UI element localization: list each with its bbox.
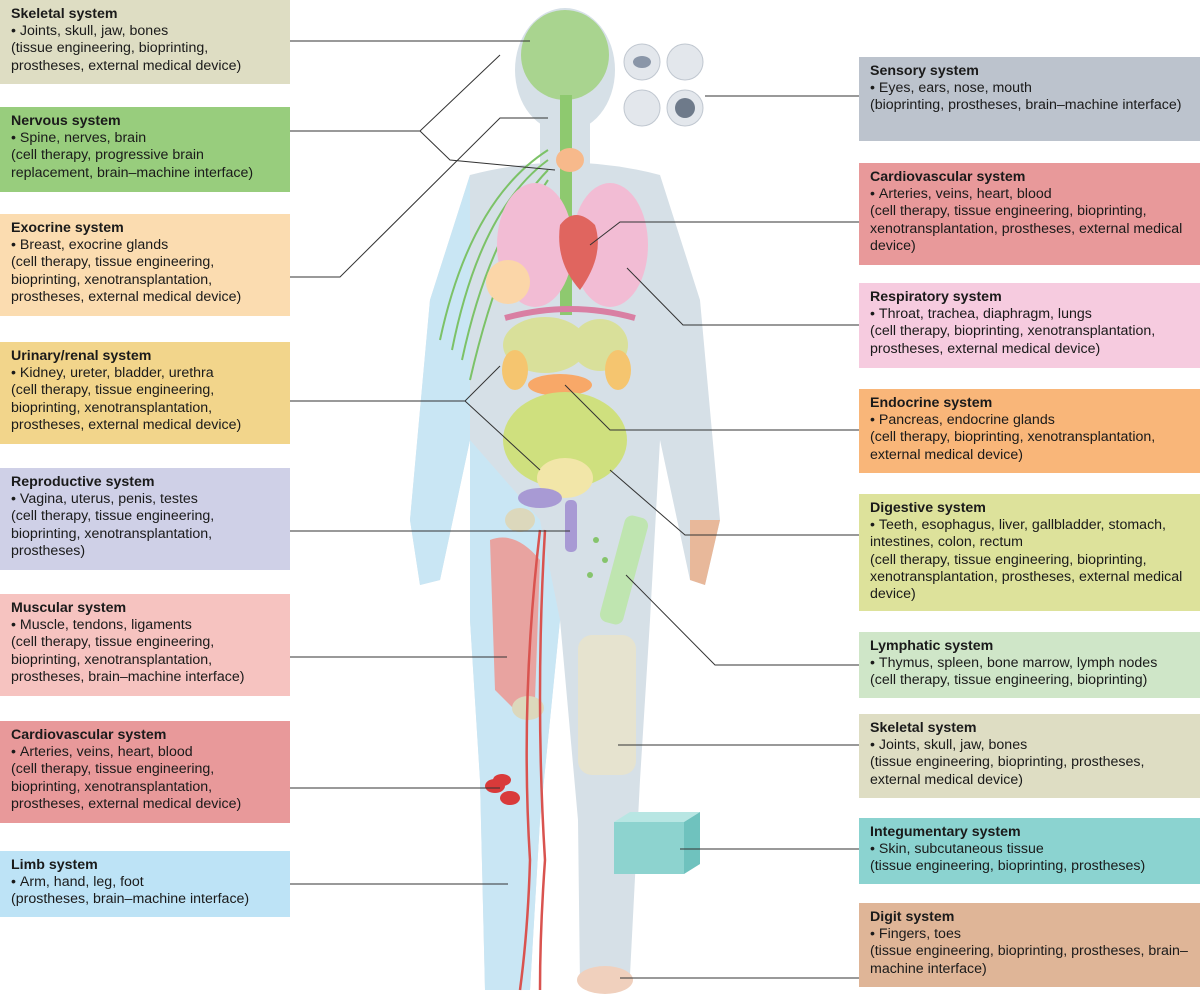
bladder-shape <box>537 458 593 498</box>
leader-line-urinary <box>290 365 541 471</box>
uterus-shape <box>518 488 562 508</box>
system-methods: (tissue engineering, bioprinting, prosth… <box>11 40 242 74</box>
label-box-digestive: Digestive system Teeth, esophagus, liver… <box>859 494 1200 611</box>
label-box-skeletal-left: Skeletal system Joints, skull, jaw, bone… <box>0 0 290 84</box>
system-methods: (cell therapy, tissue engineering, biopr… <box>870 203 1183 254</box>
label-box-urinary: Urinary/renal system Kidney, ureter, bla… <box>0 342 290 444</box>
system-title: Skeletal system <box>11 6 118 22</box>
system-title: Reproductive system <box>11 474 155 490</box>
label-box-respiratory: Respiratory system Throat, trachea, diap… <box>859 283 1200 368</box>
system-components: Teeth, esophagus, liver, gallbladder, st… <box>870 517 1192 551</box>
pancreas-shape <box>528 374 592 396</box>
lymph-nodes-shape <box>587 537 608 578</box>
system-components: Fingers, toes <box>870 926 1192 943</box>
system-methods: (cell therapy, tissue engineering, biopr… <box>11 382 242 433</box>
system-title: Cardiovascular system <box>870 169 1026 185</box>
system-methods: (bioprinting, prostheses, brain–machine … <box>870 97 1182 114</box>
system-title: Integumentary system <box>870 824 1021 840</box>
leader-line-respiratory <box>626 267 860 326</box>
sensory-organs-shape <box>623 43 704 127</box>
system-title: Respiratory system <box>870 289 1002 305</box>
system-methods: (cell therapy, bioprinting, xenotranspla… <box>870 429 1156 463</box>
system-methods: (prostheses, brain–machine interface) <box>11 891 250 908</box>
kidney-left-shape <box>502 350 528 390</box>
label-box-cardiovascular-right: Cardiovascular system Arteries, veins, h… <box>859 163 1200 265</box>
system-components: Skin, subcutaneous tissue <box>870 841 1192 858</box>
label-box-nervous: Nervous system Spine, nerves, brain (cel… <box>0 107 290 192</box>
red-blood-cells-shape <box>485 774 520 805</box>
system-components: Joints, skull, jaw, bones <box>870 737 1192 754</box>
hip-bone-shape <box>505 508 535 532</box>
system-components: Arteries, veins, heart, blood <box>870 186 1192 203</box>
leader-line-digestive <box>609 469 860 536</box>
system-title: Sensory system <box>870 63 979 79</box>
label-box-digit: Digit system Fingers, toes (tissue engin… <box>859 903 1200 987</box>
label-box-integumentary: Integumentary system Skin, subcutaneous … <box>859 818 1200 884</box>
system-components: Muscle, tendons, ligaments <box>11 617 282 634</box>
label-box-sensory: Sensory system Eyes, ears, nose, mouth (… <box>859 57 1200 141</box>
lung-right-shape <box>572 183 648 307</box>
femur-shape <box>599 515 649 625</box>
label-box-reproductive: Reproductive system Vagina, uterus, peni… <box>0 468 290 570</box>
system-components: Eyes, ears, nose, mouth <box>870 80 1192 97</box>
system-title: Cardiovascular system <box>11 727 167 743</box>
leader-line-lymphatic <box>625 574 860 666</box>
label-box-muscular: Muscular system Muscle, tendons, ligamen… <box>0 594 290 696</box>
brain-shape <box>521 10 609 100</box>
label-box-exocrine: Exocrine system Breast, exocrine glands … <box>0 214 290 316</box>
thyroid-shape <box>556 148 584 172</box>
system-methods: (cell therapy, tissue engineering, biopr… <box>11 254 242 305</box>
system-components: Arteries, veins, heart, blood <box>11 744 282 761</box>
leader-line-cardiovascular-right <box>589 221 860 246</box>
system-methods: (cell therapy, progressive brain replace… <box>11 147 254 181</box>
system-methods: (tissue engineering, bioprinting, prosth… <box>870 858 1146 875</box>
system-components: Thymus, spleen, bone marrow, lymph nodes <box>870 655 1192 672</box>
system-methods: (cell therapy, bioprinting, xenotranspla… <box>870 323 1156 357</box>
system-methods: (tissue engineering, bioprinting, prosth… <box>870 754 1145 788</box>
diaphragm-shape <box>504 306 636 321</box>
system-methods: (cell therapy, tissue engineering, biopr… <box>11 634 245 685</box>
penis-shape <box>565 500 577 552</box>
leader-line-exocrine <box>290 117 548 278</box>
system-title: Limb system <box>11 857 98 873</box>
system-components: Kidney, ureter, bladder, urethra <box>11 365 282 382</box>
label-box-skeletal-right: Skeletal system Joints, skull, jaw, bone… <box>859 714 1200 798</box>
system-title: Nervous system <box>11 113 121 129</box>
system-components: Joints, skull, jaw, bones <box>11 23 282 40</box>
label-box-endocrine: Endocrine system Pancreas, endocrine gla… <box>859 389 1200 473</box>
system-methods: (tissue engineering, bioprinting, prosth… <box>870 943 1188 977</box>
breast-shape <box>486 260 530 304</box>
system-title: Urinary/renal system <box>11 348 152 364</box>
label-box-lymphatic: Lymphatic system Thymus, spleen, bone ma… <box>859 632 1200 698</box>
system-title: Lymphatic system <box>870 638 994 654</box>
system-title: Endocrine system <box>870 395 993 411</box>
system-components: Spine, nerves, brain <box>11 130 282 147</box>
heart-shape <box>559 215 598 290</box>
system-methods: (cell therapy, tissue engineering, biopr… <box>870 551 1183 603</box>
system-components: Vagina, uterus, penis, testes <box>11 491 282 508</box>
knee-joint-shape <box>578 635 636 775</box>
leg-muscle-shape <box>490 537 540 710</box>
system-title: Skeletal system <box>870 720 977 736</box>
system-title: Exocrine system <box>11 220 124 236</box>
leader-lines <box>290 40 860 979</box>
kidney-right-shape <box>605 350 631 390</box>
leader-line-nervous <box>290 54 556 171</box>
skin-block-shape <box>614 812 700 874</box>
system-components: Arm, hand, leg, foot <box>11 874 282 891</box>
system-title: Digestive system <box>870 500 986 516</box>
system-title: Muscular system <box>11 600 127 616</box>
label-box-cardiovascular-left: Cardiovascular system Arteries, veins, h… <box>0 721 290 823</box>
system-components: Breast, exocrine glands <box>11 237 282 254</box>
system-methods: (cell therapy, tissue engineering, biopr… <box>11 508 215 559</box>
system-components: Pancreas, endocrine glands <box>870 412 1192 429</box>
label-box-limb: Limb system Arm, hand, leg, foot (prosth… <box>0 851 290 917</box>
system-title: Digit system <box>870 909 955 925</box>
blood-vessel-shape <box>518 529 547 991</box>
leader-line-endocrine <box>564 384 860 431</box>
system-methods: (cell therapy, tissue engineering, biopr… <box>11 761 242 812</box>
system-components: Throat, trachea, diaphragm, lungs <box>870 306 1192 323</box>
system-methods: (cell therapy, tissue engineering, biopr… <box>870 672 1148 689</box>
